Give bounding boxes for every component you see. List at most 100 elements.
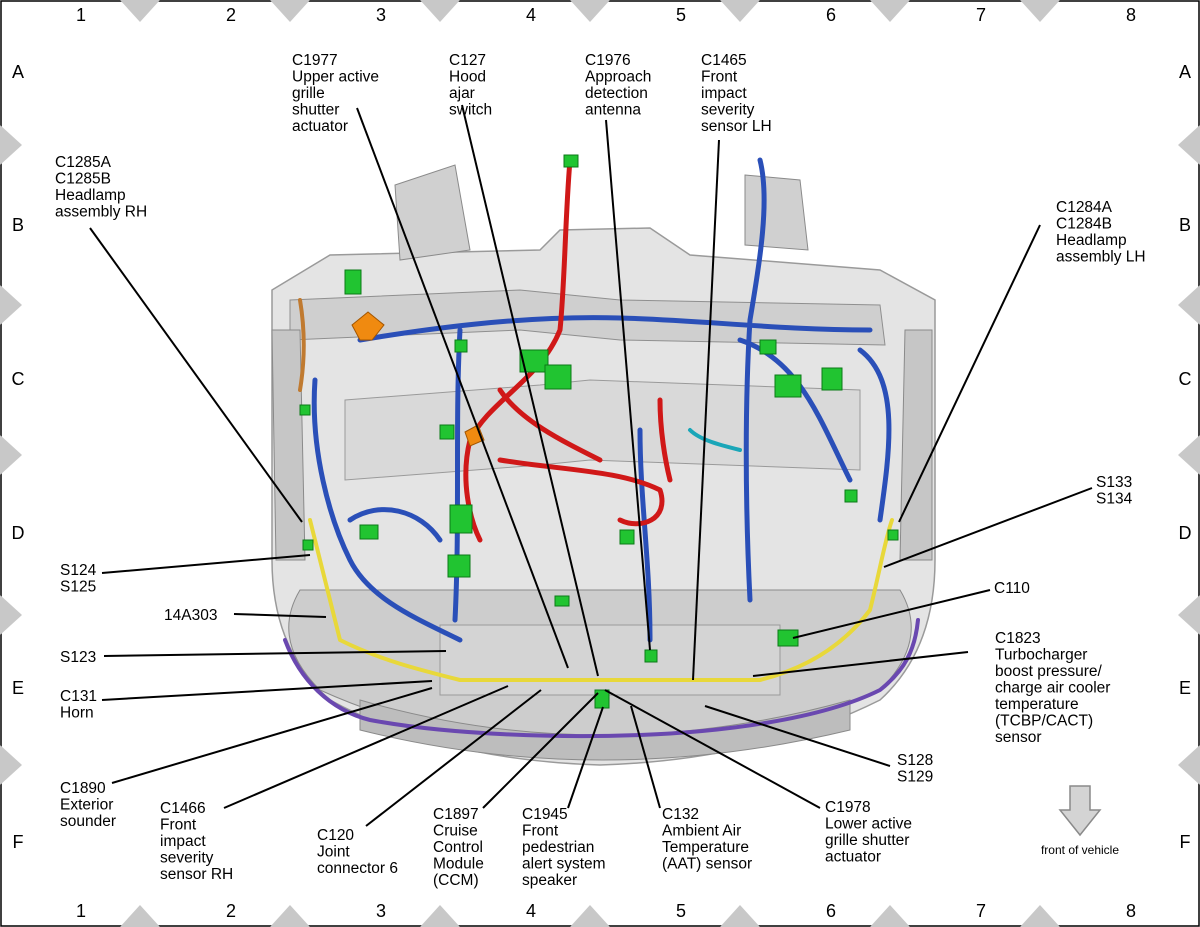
actuator-icon [351,311,385,341]
leader-line-s123 [103,650,447,657]
leader-line-c1466 [223,685,509,809]
grid-col-1-top: 1 [76,5,86,25]
connector-icon [821,367,843,391]
connector-icon [449,504,473,534]
grid-row-c-right: C [1179,369,1192,389]
leader-line-c1465 [692,139,720,681]
connector-icon [644,649,658,663]
leader-line-c1284 [898,224,1041,523]
callout-c110: C110 [994,580,1030,597]
grid-col-5-top: 5 [676,5,686,25]
leader-line-c1976 [605,119,651,651]
grid-row-e-left: E [12,678,24,698]
connector-icon [454,339,468,353]
down-arrow-icon [1058,785,1102,837]
grid-col-2-bottom: 2 [226,901,236,921]
grid-row-f-left: F [13,832,24,852]
harness-purple [283,618,920,739]
grid-col-8-bottom: 8 [1126,901,1136,921]
harness-cyan [688,428,742,452]
grid-col-6-top: 6 [826,5,836,25]
grid-col-7-top: 7 [976,5,986,25]
grid-col-5-bottom: 5 [676,901,686,921]
grid-row-d-left: D [12,523,25,543]
front-of-vehicle-indicator: front of vehicle [1041,785,1119,857]
connector-icon [447,554,471,578]
leader-line-c1285 [89,227,303,523]
leader-line-c1978 [604,689,821,809]
leader-line-c131 [101,680,433,701]
leader-line-c110 [792,589,991,639]
grid-row-labels-left: A B C D E F [12,62,25,852]
leader-line-s133 [883,487,1093,568]
leader-line-c127 [461,104,599,677]
leader-line-c1945 [567,706,604,809]
connector-icon [844,489,858,503]
connector-icon [774,374,802,398]
leader-line-c1977 [356,107,569,669]
leader-line-c132 [630,705,661,809]
callout-14a303: 14A303 [164,607,217,624]
grid-row-labels-right: A B C D E F [1179,62,1192,852]
leader-line-c1823 [752,651,969,677]
grid-row-b-right: B [1179,215,1191,235]
leader-line-14a303 [233,613,327,618]
grid-row-e-right: E [1179,678,1191,698]
grid-col-8-top: 8 [1126,5,1136,25]
grid-col-1-bottom: 1 [76,901,86,921]
grid-col-3-bottom: 3 [376,901,386,921]
leader-line-c120 [365,689,542,827]
grid-col-4-bottom: 4 [526,901,536,921]
grid-col-4-top: 4 [526,5,536,25]
connector-icon [759,339,777,355]
leader-lines [89,104,1093,827]
grid-col-3-top: 3 [376,5,386,25]
grid-col-6-bottom: 6 [826,901,836,921]
harness-yellow [308,518,894,682]
leader-line-c1890 [111,687,433,784]
leader-line-s124 [101,554,311,574]
grid-row-c-left: C [12,369,25,389]
callout-s123: S123 [60,649,96,666]
leader-line-s128 [704,705,891,767]
harness-orange [298,298,306,392]
grid-column-labels-bottom: 1 2 3 4 5 6 7 8 [76,901,1136,921]
front-of-vehicle-label: front of vehicle [1041,843,1119,857]
connector-icon [563,154,579,168]
connector-icon [619,529,635,545]
harness-blue [311,157,892,643]
connector-icon [554,595,570,607]
connector-icon [344,269,362,295]
connector-icon [302,539,314,551]
leader-line-c1897 [482,692,599,809]
connector-icon [519,349,549,373]
connector-icon [887,529,899,541]
grid-row-d-right: D [1179,523,1192,543]
connector-icon [439,424,455,440]
grid-row-a-left: A [12,62,24,82]
connector-icon [359,524,379,540]
connectors [299,154,899,709]
grid-col-7-bottom: 7 [976,901,986,921]
connector-icon [777,629,799,647]
connector-icon [544,364,572,390]
